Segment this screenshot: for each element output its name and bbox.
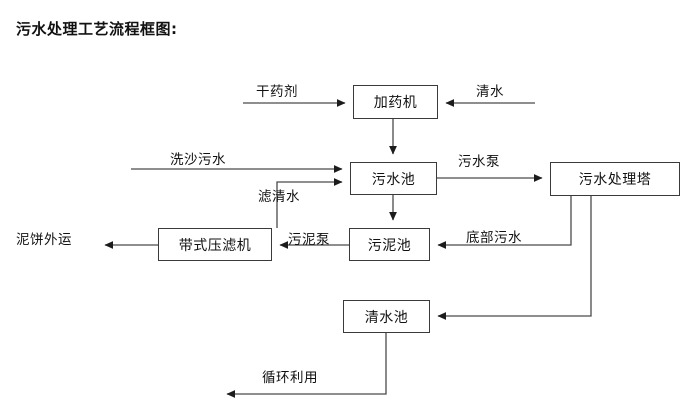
node-label: 污泥池 (367, 237, 412, 254)
node-treatment-tower[interactable]: 污水处理塔 (550, 162, 680, 196)
node-belt-press[interactable]: 带式压滤机 (158, 228, 272, 261)
node-clear-pool[interactable]: 清水池 (343, 300, 430, 333)
edge-label-recycle-use: 循环利用 (262, 370, 318, 386)
node-label: 污水处理塔 (578, 172, 652, 188)
node-dosing-machine[interactable]: 加药机 (353, 85, 438, 119)
node-sewage-pool[interactable]: 污水池 (350, 162, 437, 195)
node-label: 清水池 (364, 309, 409, 326)
edge-label-dry-agent: 干药剂 (256, 84, 298, 100)
edge-filtrate-to-sewage-pool (276, 178, 343, 228)
edge-tower-to-clear-pool (437, 196, 592, 320)
node-label: 污水池 (371, 171, 416, 188)
node-label: 加药机 (373, 95, 418, 111)
edge-label-sand-wash-sewage: 洗沙污水 (170, 152, 226, 168)
node-label: 带式压滤机 (178, 237, 252, 254)
edge-label-filtrate: 滤清水 (258, 189, 300, 205)
node-sludge-pool[interactable]: 污泥池 (349, 228, 430, 261)
edge-label-sludge-pump: 污泥泵 (288, 232, 330, 248)
edge-label-clean-water: 清水 (476, 84, 504, 100)
terminal-label-mud-cake-out: 泥饼外运 (16, 232, 72, 248)
edge-label-sewage-pump: 污水泵 (458, 154, 500, 170)
edge-clear-pool-to-recycle (226, 333, 387, 398)
page-title: 污水处理工艺流程框图: (16, 20, 178, 38)
edge-tower-to-sludge-pool (437, 196, 572, 249)
edge-label-bottom-sewage: 底部污水 (466, 230, 522, 246)
